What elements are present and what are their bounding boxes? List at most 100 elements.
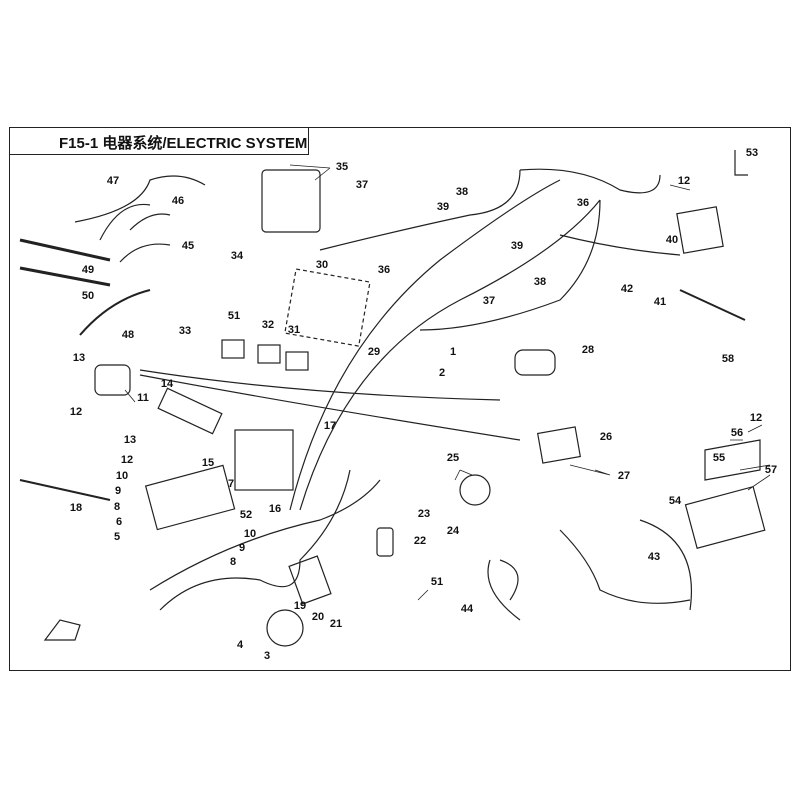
part-label: 42 <box>620 283 634 295</box>
arrow-icon <box>43 619 81 641</box>
tie-41 <box>679 289 746 321</box>
part-label: 51 <box>227 310 241 322</box>
part-label: 52 <box>239 509 253 521</box>
part-label: 25 <box>446 452 460 464</box>
part-label: 9 <box>114 485 122 497</box>
part-19-21 <box>288 555 332 605</box>
part-label: 6 <box>115 516 123 528</box>
strap-50 <box>19 266 111 287</box>
part-label: 12 <box>69 406 83 418</box>
part-label: 35 <box>335 161 349 173</box>
part-label: 8 <box>229 556 237 568</box>
relay-32 <box>257 344 281 364</box>
part-label: 54 <box>668 495 682 507</box>
part-label: 26 <box>599 431 613 443</box>
part-label: 49 <box>81 264 95 276</box>
relay-11 <box>94 364 131 396</box>
part-label: 41 <box>653 296 667 308</box>
fuse-box-7 <box>144 464 236 531</box>
part-label: 13 <box>72 352 86 364</box>
part-label: 11 <box>137 392 149 404</box>
bracket-14 <box>157 387 223 435</box>
part-label: 36 <box>377 264 391 276</box>
part-label: 44 <box>460 603 474 615</box>
wire-45 <box>119 213 171 263</box>
part-label: 51 <box>430 576 444 588</box>
part-label: 19 <box>293 600 307 612</box>
sensor-24 <box>459 474 491 506</box>
part-label: 37 <box>482 295 496 307</box>
part-label: 8 <box>113 501 121 513</box>
part-label: 13 <box>123 434 137 446</box>
part-label: 36 <box>576 197 590 209</box>
switch-28 <box>514 349 556 376</box>
part-label: 21 <box>329 618 343 630</box>
part-label: 31 <box>287 324 301 336</box>
part-label: 20 <box>311 611 325 623</box>
tie-18 <box>19 479 111 501</box>
battery-16 <box>234 429 294 491</box>
part-label: 39 <box>436 201 450 213</box>
part-label: 27 <box>617 470 631 482</box>
part-label: 56 <box>730 427 744 439</box>
relay-31 <box>285 351 309 371</box>
ecu-54 <box>684 485 766 550</box>
harness-43 <box>559 519 692 611</box>
part-label: 38 <box>533 276 547 288</box>
part-label: 15 <box>201 457 215 469</box>
part-label: 9 <box>238 542 246 554</box>
part-label: 1 <box>449 346 457 358</box>
part-label: 10 <box>115 470 129 482</box>
part-label: 7 <box>227 478 235 490</box>
regulator-34 <box>261 169 321 233</box>
part-label: 28 <box>581 344 595 356</box>
bracket-53 <box>734 150 748 176</box>
part-label: 24 <box>446 525 460 537</box>
part-label: 40 <box>665 234 679 246</box>
part-label: 57 <box>764 464 778 476</box>
part-label: 55 <box>712 452 726 464</box>
part-label: 10 <box>243 528 257 540</box>
part-label: 48 <box>121 329 135 341</box>
part-label: 58 <box>721 353 735 365</box>
part-label: 3 <box>263 650 271 662</box>
part-label: 39 <box>510 240 524 252</box>
part-label: 30 <box>315 259 329 271</box>
part-label: 46 <box>171 195 185 207</box>
part-label: 37 <box>355 179 369 191</box>
part-label: 5 <box>113 531 121 543</box>
wire-47 <box>74 175 206 241</box>
part-label: 4 <box>236 639 244 651</box>
part-label: 23 <box>417 508 431 520</box>
part-label: 12 <box>120 454 134 466</box>
part-label: 12 <box>677 175 691 187</box>
part-label: 33 <box>178 325 192 337</box>
part-label: 43 <box>647 551 661 563</box>
diagram-frame <box>9 127 791 671</box>
horn-3 <box>266 609 304 647</box>
part-label: 2 <box>438 367 446 379</box>
mount-55 <box>704 439 761 481</box>
relay-51 <box>221 339 245 359</box>
part-label: 14 <box>160 378 174 390</box>
part-label: 38 <box>455 186 469 198</box>
diagram-title: F15-1 电器系统/ELECTRIC SYSTEM <box>59 135 308 152</box>
part-label: 17 <box>323 420 337 432</box>
module-40 <box>676 206 724 254</box>
part-label: 53 <box>745 147 759 159</box>
part-label: 34 <box>230 250 244 262</box>
part-label: 29 <box>367 346 381 358</box>
part-label: 16 <box>268 503 282 515</box>
switch-26 <box>536 426 582 464</box>
part-label: 22 <box>413 535 427 547</box>
part-label: 45 <box>181 240 195 252</box>
part-label: 50 <box>81 290 95 302</box>
part-label: 32 <box>261 319 275 331</box>
wire-48 <box>79 289 151 336</box>
front-harness-wire <box>149 469 381 611</box>
part-label: 18 <box>69 502 83 514</box>
part-label: 47 <box>106 175 120 187</box>
leader-lines <box>124 164 771 601</box>
